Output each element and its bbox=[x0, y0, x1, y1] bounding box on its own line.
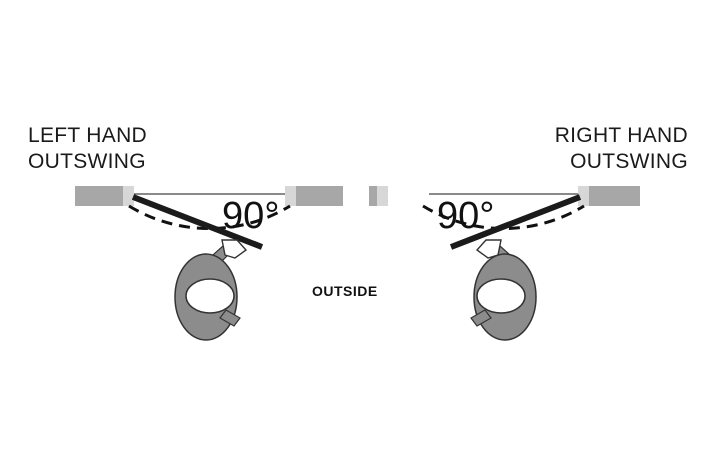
left-title-line2: OUTSWING bbox=[28, 150, 146, 173]
left-jamb-left bbox=[123, 186, 134, 206]
left-person-head bbox=[185, 278, 235, 314]
left-angle-label: 90° bbox=[222, 195, 280, 237]
right-hand-outswing-diagram bbox=[369, 186, 640, 341]
right-jamb-right bbox=[578, 186, 589, 206]
right-person-leg bbox=[470, 309, 492, 327]
left-jamb-right bbox=[285, 186, 296, 206]
left-person-hand bbox=[221, 239, 248, 259]
right-person-head bbox=[476, 278, 526, 314]
left-person-icon bbox=[174, 239, 248, 341]
left-wall-left bbox=[75, 186, 123, 206]
left-door-leaf bbox=[131, 194, 264, 250]
outside-label: OUTSIDE bbox=[312, 283, 378, 299]
left-swing-arc bbox=[128, 204, 291, 230]
right-person-hand bbox=[475, 239, 502, 259]
right-person-icon bbox=[470, 239, 537, 341]
right-angle-label: 90° bbox=[437, 195, 495, 237]
right-door-leaf bbox=[449, 194, 582, 250]
right-title-line2: OUTSWING bbox=[570, 150, 688, 173]
left-title-line1: LEFT HAND bbox=[28, 124, 147, 147]
left-wall-right bbox=[296, 186, 343, 206]
right-wall-right bbox=[589, 186, 640, 206]
right-title-line1: RIGHT HAND bbox=[554, 124, 688, 147]
left-person-leg bbox=[219, 309, 241, 327]
right-swing-arc bbox=[422, 204, 585, 230]
right-wall-left bbox=[369, 186, 377, 206]
right-jamb-left bbox=[377, 186, 388, 206]
left-hand-outswing-diagram bbox=[75, 186, 343, 341]
